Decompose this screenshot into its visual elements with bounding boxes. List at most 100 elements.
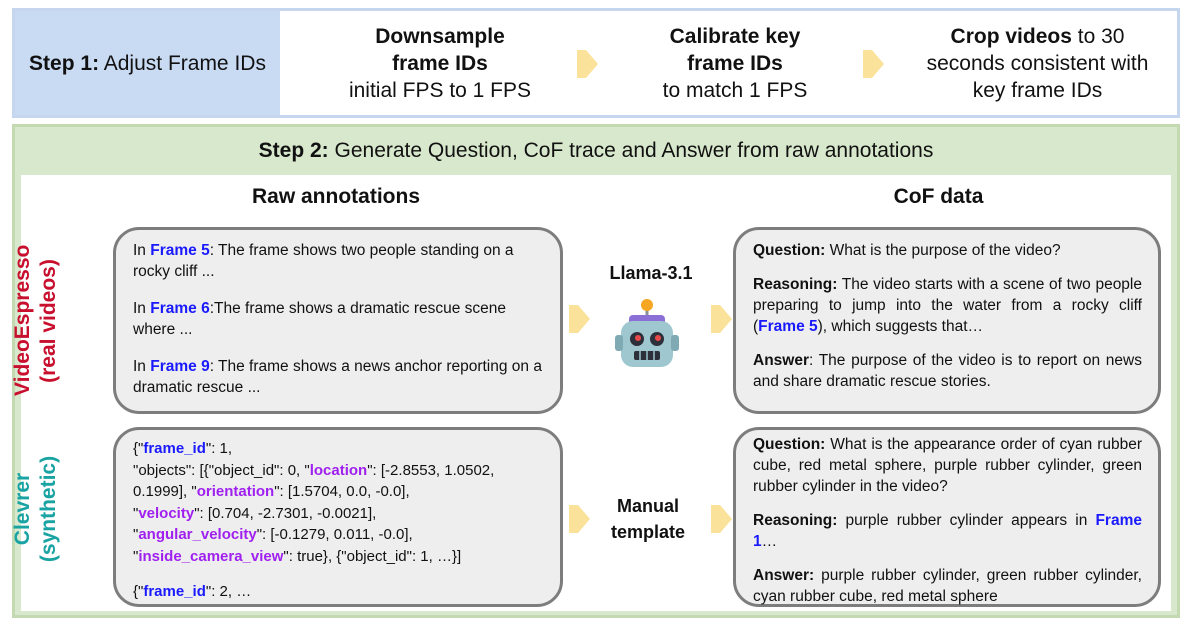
chevron-arrow-icon	[569, 505, 590, 533]
reasoning-label: Reasoning:	[753, 276, 838, 293]
reasoning-label: Reasoning:	[753, 512, 838, 529]
cof-question: Question: What is the appearance order o…	[753, 434, 1142, 497]
frame-ref: Frame 9	[150, 358, 210, 375]
raw-text: In	[133, 242, 151, 259]
raw-text: In	[133, 300, 151, 317]
model-label: Llama-3.1	[609, 263, 693, 283]
json-line: "objects": [{"object_id": 0, "location":…	[133, 460, 544, 503]
json-key: frame_id	[143, 440, 206, 457]
manual-template-label: Manual template	[610, 496, 686, 542]
cof-reasoning: Reasoning: The video starts with a scene…	[753, 274, 1142, 337]
json-text: ": [-0.1279, 0.011, -0.0],	[256, 526, 413, 543]
raw-text: : The frame shows a news anchor reportin…	[133, 358, 542, 396]
step2-title-text: Generate Question, CoF trace and Answer …	[328, 139, 934, 162]
step1-label-text: Adjust Frame IDs	[99, 51, 266, 75]
step1-panel: Step 1: Adjust Frame IDs Downsample fram…	[12, 8, 1180, 118]
answer-label: Answer	[753, 352, 809, 369]
json-text: ": 2, …	[205, 583, 252, 600]
json-key: angular_velocity	[138, 526, 257, 543]
cof-data-heading: CoF data	[893, 185, 984, 208]
raw-line: In Frame 6:The frame shows a dramatic re…	[133, 298, 544, 340]
cof-reasoning: Reasoning: purple rubber cylinder appear…	[753, 510, 1142, 552]
step1-label-bold: Step 1:	[29, 51, 100, 75]
json-text: {"	[133, 583, 144, 600]
json-key: orientation	[196, 483, 275, 500]
raw-annotations-heading: Raw annotations	[251, 185, 420, 208]
chevron-arrow-icon	[569, 305, 590, 333]
question-text: What is the appearance order of cyan rub…	[753, 436, 1142, 495]
crop-title: Crop videos	[950, 24, 1072, 48]
raw-line: In Frame 5: The frame shows two people s…	[133, 240, 544, 282]
clevrer-name: Clevrer	[11, 472, 34, 546]
crop-step: Crop videos to 30 seconds consistent wit…	[895, 11, 1180, 115]
step2-content: Raw annotations CoF data VideoEspresso (…	[11, 175, 1171, 611]
calibrate-step: Calibrate key frame IDs to match 1 FPS	[610, 11, 860, 115]
json-line: {"frame_id": 1,	[133, 438, 544, 460]
crop-text-2: seconds consistent with key frame IDs	[926, 51, 1149, 102]
json-text: "	[133, 504, 139, 522]
json-line: "inside_camera_view": true}, {"object_id…	[133, 546, 544, 568]
cof-question: Question: What is the purpose of the vid…	[753, 240, 1142, 261]
frame-ref: Frame 5	[150, 242, 210, 259]
videoespresso-sub: (real videos)	[37, 259, 60, 383]
json-line: "velocity": [0.704, -2.7301, -0.0021],	[133, 503, 544, 525]
json-text: "objects": [{"object_id": 0, "	[133, 461, 310, 479]
calibrate-title: Calibrate key frame IDs	[669, 24, 801, 75]
downsample-step: Downsample frame IDs initial FPS to 1 FP…	[305, 11, 575, 115]
raw-text: :The frame shows a dramatic rescue scene…	[133, 300, 507, 338]
clevrer-raw-card: {"frame_id": 1, "objects": [{"object_id"…	[113, 427, 563, 607]
step2-panel: Step 2: Generate Question, CoF trace and…	[11, 124, 1180, 618]
json-line: {"frame_id": 2, …	[133, 581, 544, 603]
reasoning-text: …	[761, 533, 778, 550]
step2-title: Step 2: Generate Question, CoF trace and…	[15, 139, 1177, 163]
json-key: frame_id	[143, 583, 206, 600]
chevron-arrow-icon	[711, 305, 732, 333]
json-text: {"	[133, 440, 144, 457]
videoespresso-raw-card: In Frame 5: The frame shows two people s…	[113, 227, 563, 414]
answer-label: Answer:	[753, 567, 815, 584]
clevrer-sub: (synthetic)	[37, 455, 60, 563]
json-text: ": [0.704, -2.7301, -0.0021],	[194, 504, 377, 522]
frame-ref: Frame 5	[758, 318, 818, 335]
downsample-text: initial FPS to 1 FPS	[348, 78, 532, 102]
question-label: Question:	[753, 242, 826, 259]
answer-text: purple rubber cylinder, green rubber cyl…	[753, 567, 1142, 605]
downsample-title: Downsample frame IDs	[375, 24, 505, 75]
chevron-arrow-icon	[711, 505, 732, 533]
json-key: inside_camera_view	[138, 547, 284, 565]
reasoning-text: purple rubber cylinder appears in	[837, 512, 1096, 529]
json-text: "	[133, 526, 139, 543]
videoespresso-cof-card: Question: What is the purpose of the vid…	[733, 227, 1161, 414]
frame-ref: Frame 1	[753, 512, 1142, 550]
step1-label: Step 1: Adjust Frame IDs	[15, 11, 280, 115]
json-text: ": true}, {"object_id": 1, …}]	[283, 547, 462, 565]
reasoning-text: The video starts with a scene of two peo…	[753, 276, 1142, 335]
raw-line: In Frame 9: The frame shows a news ancho…	[133, 356, 544, 398]
cof-answer: Answer: The purpose of the video is to r…	[753, 350, 1142, 392]
cof-answer: Answer: purple rubber cylinder, green ru…	[753, 565, 1142, 607]
reasoning-text: ), which suggests that…	[817, 318, 984, 335]
question-label: Question:	[753, 436, 826, 453]
raw-text: : The frame shows two people standing on…	[133, 242, 514, 280]
crop-text-1: to 30	[1071, 24, 1125, 48]
clevrer-cof-card: Question: What is the appearance order o…	[733, 427, 1161, 607]
json-key: velocity	[138, 504, 195, 522]
json-key: location	[309, 461, 368, 479]
answer-text: : The purpose of the video is to report …	[753, 352, 1142, 390]
frame-ref: Frame 6	[150, 300, 210, 317]
videoespresso-name: VideoEspresso	[11, 244, 34, 396]
chevron-arrow-icon	[577, 50, 598, 78]
clevrer-label: Clevrer (synthetic)	[10, 434, 66, 584]
json-text: ": 1,	[205, 440, 233, 457]
json-text: "	[133, 547, 139, 565]
videoespresso-label: VideoEspresso (real videos)	[10, 244, 66, 396]
json-text: ": [-2.8553, 1.0502, 0.1999], "	[133, 461, 495, 501]
raw-text: In	[133, 358, 151, 375]
step2-title-bold: Step 2:	[258, 139, 329, 162]
calibrate-text: to match 1 FPS	[662, 78, 808, 102]
json-line: "angular_velocity": [-0.1279, 0.011, -0.…	[133, 524, 544, 546]
robot-icon	[615, 299, 679, 367]
json-text: ": [1.5704, 0.0, -0.0],	[274, 483, 410, 500]
question-text: What is the purpose of the video?	[825, 242, 1061, 259]
chevron-arrow-icon	[863, 50, 884, 78]
